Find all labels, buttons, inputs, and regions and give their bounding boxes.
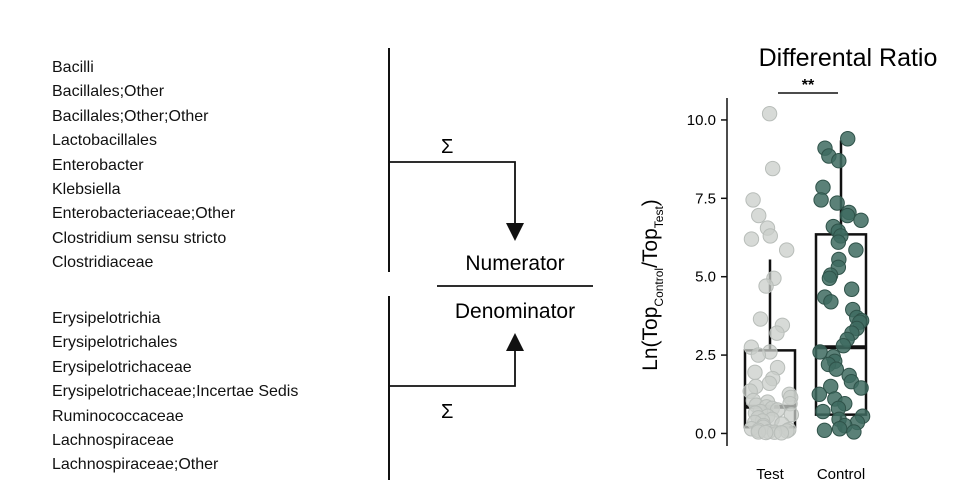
- data-point: [752, 311, 769, 327]
- data-point: [830, 234, 847, 250]
- taxon-label: Bacilli: [52, 59, 94, 76]
- data-point: [839, 207, 856, 224]
- sum-symbol-top: Σ: [441, 136, 453, 158]
- denominator-taxa-list: Erysipelotrichia Erysipelotrichales Erys…: [52, 307, 298, 478]
- taxon-label: Ruminococcaceae: [52, 407, 184, 425]
- data-point: [823, 294, 839, 310]
- data-point: [778, 242, 795, 258]
- taxon-label: Bacillales;Other: [52, 83, 165, 101]
- data-point: [815, 179, 831, 196]
- data-point: [750, 347, 767, 363]
- data-point: [835, 337, 852, 354]
- chart-title: Differental Ratio: [759, 44, 938, 72]
- data-point: [751, 207, 767, 224]
- significance-label: **: [802, 77, 815, 94]
- taxon-label: Enterobacteriaceae;Other: [52, 205, 236, 223]
- denominator-arrow: [389, 333, 524, 387]
- data-point: [853, 380, 869, 396]
- data-point: [853, 212, 869, 228]
- data-point: [761, 105, 778, 122]
- taxon-label: Erysipelotrichia: [52, 310, 161, 327]
- data-point: [764, 160, 781, 177]
- taxon-label: Lachnospiraceae;Other: [52, 456, 219, 474]
- data-point: [747, 364, 763, 381]
- data-point: [829, 195, 845, 211]
- data-point: [821, 270, 838, 286]
- taxon-label: Clostridiaceae: [52, 254, 154, 272]
- data-point: [758, 278, 774, 294]
- numerator-label: Numerator: [465, 252, 564, 275]
- data-point: [815, 403, 831, 420]
- data-point: [769, 325, 785, 341]
- data-point: [757, 424, 774, 441]
- taxon-label: Clostridium sensu stricto: [52, 229, 227, 247]
- boxplot-chart: Differental Ratio Ln(TopControl/TopTest)…: [639, 44, 937, 483]
- y-tick-label: 7.5: [695, 190, 716, 207]
- y-tick-label: 0.0: [695, 425, 716, 442]
- data-point: [743, 231, 760, 247]
- x-tick-label: Test: [756, 466, 784, 483]
- data-point: [745, 192, 761, 208]
- taxon-label: Bacillales;Other;Other: [52, 107, 209, 125]
- data-point: [773, 425, 790, 441]
- data-point: [811, 386, 828, 402]
- y-tick-label: 5.0: [695, 269, 716, 286]
- data-point: [762, 228, 778, 244]
- data-point: [840, 131, 856, 147]
- data-point: [843, 281, 860, 297]
- taxon-label: Erysipelotrichales: [52, 334, 178, 352]
- denominator-label: Denominator: [455, 300, 575, 323]
- taxon-label: Erysipelotrichaceae;Incertae Sedis: [52, 383, 299, 401]
- data-point: [783, 406, 800, 423]
- y-axis-label: Ln(TopControl/TopTest): [639, 199, 666, 371]
- taxon-label: Lachnospiraceae: [52, 432, 174, 450]
- sum-symbol-bottom: Σ: [441, 401, 453, 423]
- numerator-arrow: [389, 161, 524, 241]
- taxon-label: Erysipelotrichaceae: [52, 358, 192, 376]
- data-point: [812, 344, 828, 360]
- x-tick-labels: Test Control: [756, 466, 865, 483]
- data-point: [816, 422, 833, 439]
- data-point: [813, 192, 829, 208]
- data-point: [831, 153, 847, 169]
- numerator-taxa-list: Bacilli Bacillales;Other Bacillales;Othe…: [52, 56, 235, 276]
- x-tick-label: Control: [817, 466, 865, 483]
- data-point: [831, 421, 848, 437]
- data-point: [848, 242, 864, 258]
- y-ticks: 0.0 2.5 5.0 7.5 10.0: [687, 112, 727, 442]
- taxon-label: Enterobacter: [52, 156, 144, 174]
- taxon-label: Lactobacillales: [52, 132, 157, 150]
- taxon-label: Klebsiella: [52, 181, 121, 199]
- y-tick-label: 10.0: [687, 112, 716, 129]
- y-tick-label: 2.5: [695, 347, 716, 364]
- data-point: [846, 424, 862, 440]
- jitter-points: [742, 105, 871, 441]
- data-point: [828, 361, 845, 377]
- data-point: [761, 375, 778, 391]
